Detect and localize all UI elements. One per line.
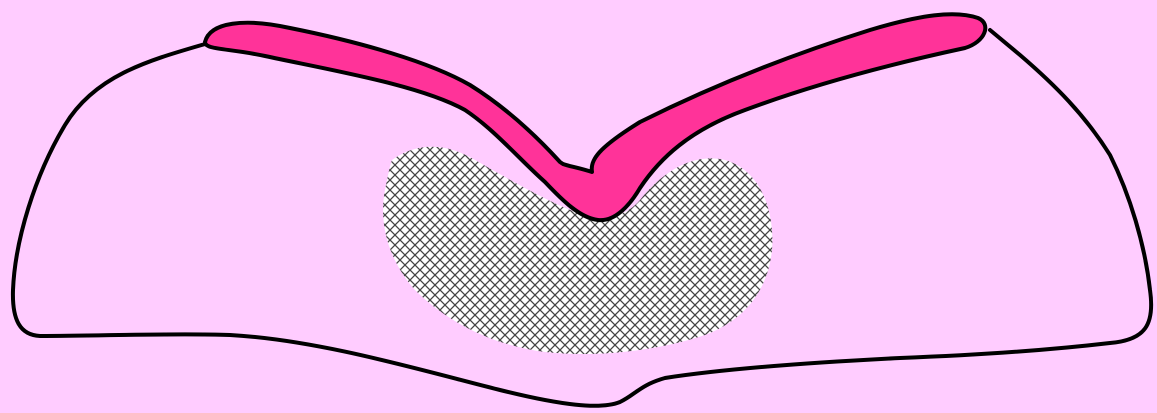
diagram-canvas bbox=[0, 0, 1157, 413]
diagram-svg bbox=[0, 0, 1157, 413]
